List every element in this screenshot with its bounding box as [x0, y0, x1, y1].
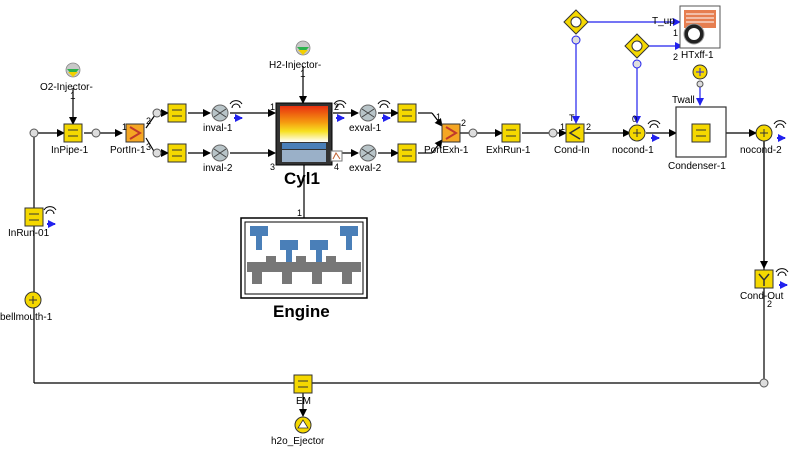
twall-label: Twall: [672, 95, 695, 106]
o2-injector[interactable]: [65, 62, 81, 78]
exval-1-label: exval-1: [349, 123, 382, 134]
inpipe-1[interactable]: [63, 123, 83, 143]
engine-block[interactable]: [240, 217, 368, 299]
exhaust-runner-pipe-1[interactable]: [397, 103, 417, 123]
cond-in-label: Cond-In: [554, 145, 590, 156]
cyl-wiebe-icon: [330, 150, 343, 162]
cyl-port-3: 3: [270, 162, 275, 172]
h2-injector[interactable]: [295, 40, 311, 56]
o2-injector-label: O2-Injector-: [40, 82, 93, 93]
cyl-port-4: 4: [334, 162, 339, 172]
exval-2-label: exval-2: [349, 163, 382, 174]
nocond-1[interactable]: [628, 120, 661, 142]
exhrun-1[interactable]: [501, 123, 521, 143]
junction-node: [152, 148, 162, 158]
exhrun-1-label: ExhRun-1: [486, 145, 531, 156]
inlet-runner-pipe-2[interactable]: [167, 143, 187, 163]
em-component[interactable]: [293, 374, 313, 394]
junction-node: [759, 378, 769, 388]
inrun-01[interactable]: [24, 206, 57, 228]
inval-1-label: inval-1: [203, 123, 233, 134]
exval-2[interactable]: [359, 144, 377, 162]
signal-connections: [572, 18, 704, 124]
cylinder-label: Cyl1: [284, 169, 320, 188]
bellmouth-1-label: bellmouth-1: [0, 312, 53, 323]
htx-port-2: 2: [673, 52, 678, 62]
junction-node: [548, 128, 558, 138]
junction-node: [468, 128, 478, 138]
portexh-1[interactable]: [441, 123, 461, 143]
condenser-1-label: Condenser-1: [668, 161, 726, 172]
condout-port-2: 2: [767, 299, 772, 309]
condenser-1[interactable]: [675, 106, 727, 158]
cyl-port-1: 1: [270, 102, 275, 112]
cyl-port-engine: 1: [297, 208, 302, 218]
cond-in[interactable]: [565, 123, 585, 143]
htx-port-1: 1: [673, 28, 678, 38]
cond-out-label: Cond-Out: [740, 291, 784, 302]
nocond-2-label: nocond-2: [740, 145, 782, 156]
nocond-1-label: nocond-1: [612, 145, 654, 156]
h2-injector-label: H2-Injector-: [269, 60, 321, 71]
portin-port-1: 1: [122, 122, 127, 132]
t-up-label: T_up: [652, 16, 675, 27]
h2o-ejector[interactable]: [294, 416, 312, 434]
portin-port-2: 2: [146, 116, 151, 126]
nocond-port-0: 0: [632, 114, 637, 124]
engine-label: Engine: [273, 302, 330, 321]
portexh-port-1: 1: [436, 112, 441, 122]
portexh-1-label: PortExh-1: [424, 145, 469, 156]
temperature-sensor-2[interactable]: [624, 33, 650, 69]
portin-port-3: 3: [146, 142, 151, 152]
htxff-1-label: HTxff-1: [681, 50, 714, 61]
temperature-sensor-1[interactable]: [563, 9, 589, 45]
inpipe-1-label: InPipe-1: [51, 145, 89, 156]
cylinder-cyl1[interactable]: [275, 102, 333, 166]
h2-injector-index: 1: [300, 69, 306, 80]
portin-1[interactable]: [125, 123, 145, 143]
flow-connections: [33, 66, 768, 417]
junction-node: [29, 128, 39, 138]
inrun-01-label: InRun-01: [8, 228, 50, 239]
junction-node: [91, 128, 101, 138]
exhaust-runner-pipe-2[interactable]: [397, 143, 417, 163]
o2-injector-index: 1: [70, 91, 76, 102]
portexh-port-2: 2: [461, 118, 466, 128]
bellmouth-1[interactable]: [24, 291, 42, 309]
exval-1[interactable]: [333, 100, 391, 122]
inlet-runner-pipe-1[interactable]: [167, 103, 187, 123]
condin-port-1: 1: [560, 122, 565, 132]
nocond-2[interactable]: [755, 120, 787, 142]
htxff-1[interactable]: [679, 5, 721, 88]
h2o-ejector-label: h2o_Ejector: [271, 436, 325, 447]
inval-2[interactable]: [211, 144, 229, 162]
cond-out[interactable]: [754, 268, 789, 289]
em-label: EM: [296, 396, 311, 407]
condin-port-top: T: [569, 113, 575, 123]
inval-1[interactable]: [211, 100, 243, 122]
junction-node: [152, 108, 162, 118]
inval-2-label: inval-2: [203, 163, 233, 174]
condin-port-2: 2: [586, 122, 591, 132]
portin-1-label: PortIn-1: [110, 145, 146, 156]
